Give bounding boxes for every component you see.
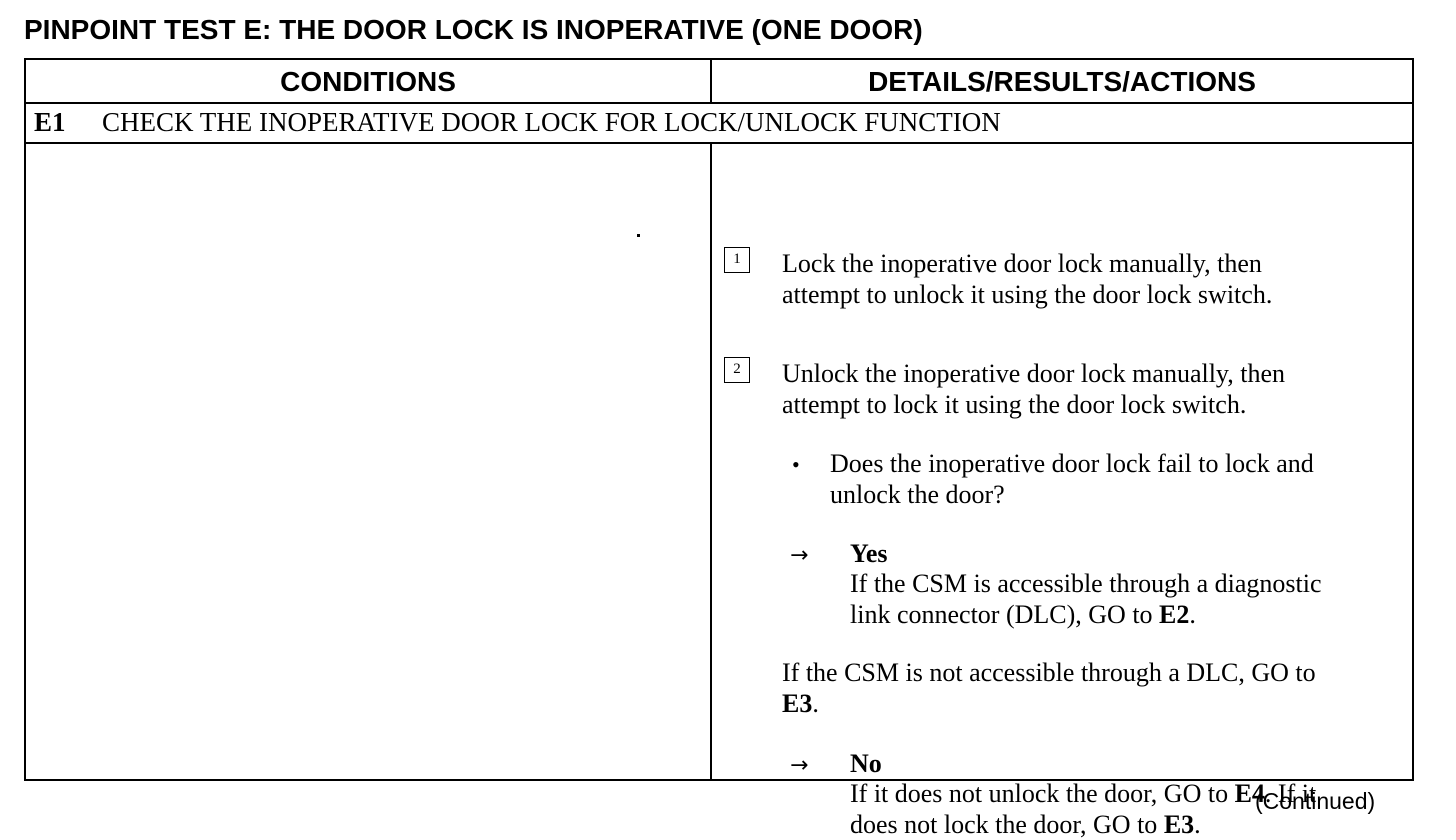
details-header: DETAILS/RESULTS/ACTIONS (868, 66, 1256, 97)
step-ref-e4: E4 (1234, 779, 1265, 808)
pinpoint-test-table: CONDITIONS DETAILS/RESULTS/ACTIONS E1 CH… (24, 58, 1414, 839)
step-title: CHECK THE INOPERATIVE DOOR LOCK FOR LOCK… (102, 107, 1001, 137)
body-column-divider (710, 144, 712, 779)
conditions-cell-mark (637, 234, 640, 237)
action-number-box: 2 (724, 357, 750, 383)
yes-line-1: If the CSM is accessible through a diagn… (850, 569, 1322, 598)
action-2-line-1: Unlock the inoperative door lock manuall… (782, 359, 1286, 388)
not-accessible-line-2: E3. (782, 689, 819, 718)
action-1-line-2: attempt to unlock it using the door lock… (782, 280, 1273, 309)
continued-note: (Continued) (1255, 788, 1376, 814)
action-1-line-1: Lock the inoperative door lock manually,… (782, 249, 1262, 278)
step-row: E1 CHECK THE INOPERATIVE DOOR LOCK FOR L… (26, 102, 1412, 144)
action-2-line-2: attempt to lock it using the door lock s… (782, 390, 1247, 419)
step-id: E1 (34, 107, 66, 137)
header-column-divider (710, 60, 712, 102)
action-number-box: 1 (724, 247, 750, 273)
table-header-row: CONDITIONS DETAILS/RESULTS/ACTIONS (26, 60, 1412, 104)
step-ref-e2: E2 (1159, 600, 1190, 629)
question-line-1: Does the inoperative door lock fail to l… (830, 449, 1314, 478)
yes-line-2: link connector (DLC), GO to E2. (850, 600, 1196, 629)
no-label: No (850, 749, 882, 778)
conditions-header: CONDITIONS (280, 66, 456, 97)
arrow-right-icon: → (790, 543, 809, 568)
bullet-icon: • (792, 452, 800, 477)
no-line-1: If it does not unlock the door, GO to E4… (850, 779, 1317, 808)
arrow-right-icon: → (790, 753, 809, 778)
yes-label: Yes (850, 539, 888, 568)
step-ref-e3: E3 (1163, 810, 1195, 839)
no-line-2: does not lock the door, GO to E3. (850, 810, 1201, 839)
question-line-2: unlock the door? (830, 480, 1005, 509)
step-ref-e3: E3 (782, 689, 813, 718)
not-accessible-line-1: If the CSM is not accessible through a D… (782, 658, 1316, 687)
page-title: PINPOINT TEST E: THE DOOR LOCK IS INOPER… (24, 14, 923, 45)
